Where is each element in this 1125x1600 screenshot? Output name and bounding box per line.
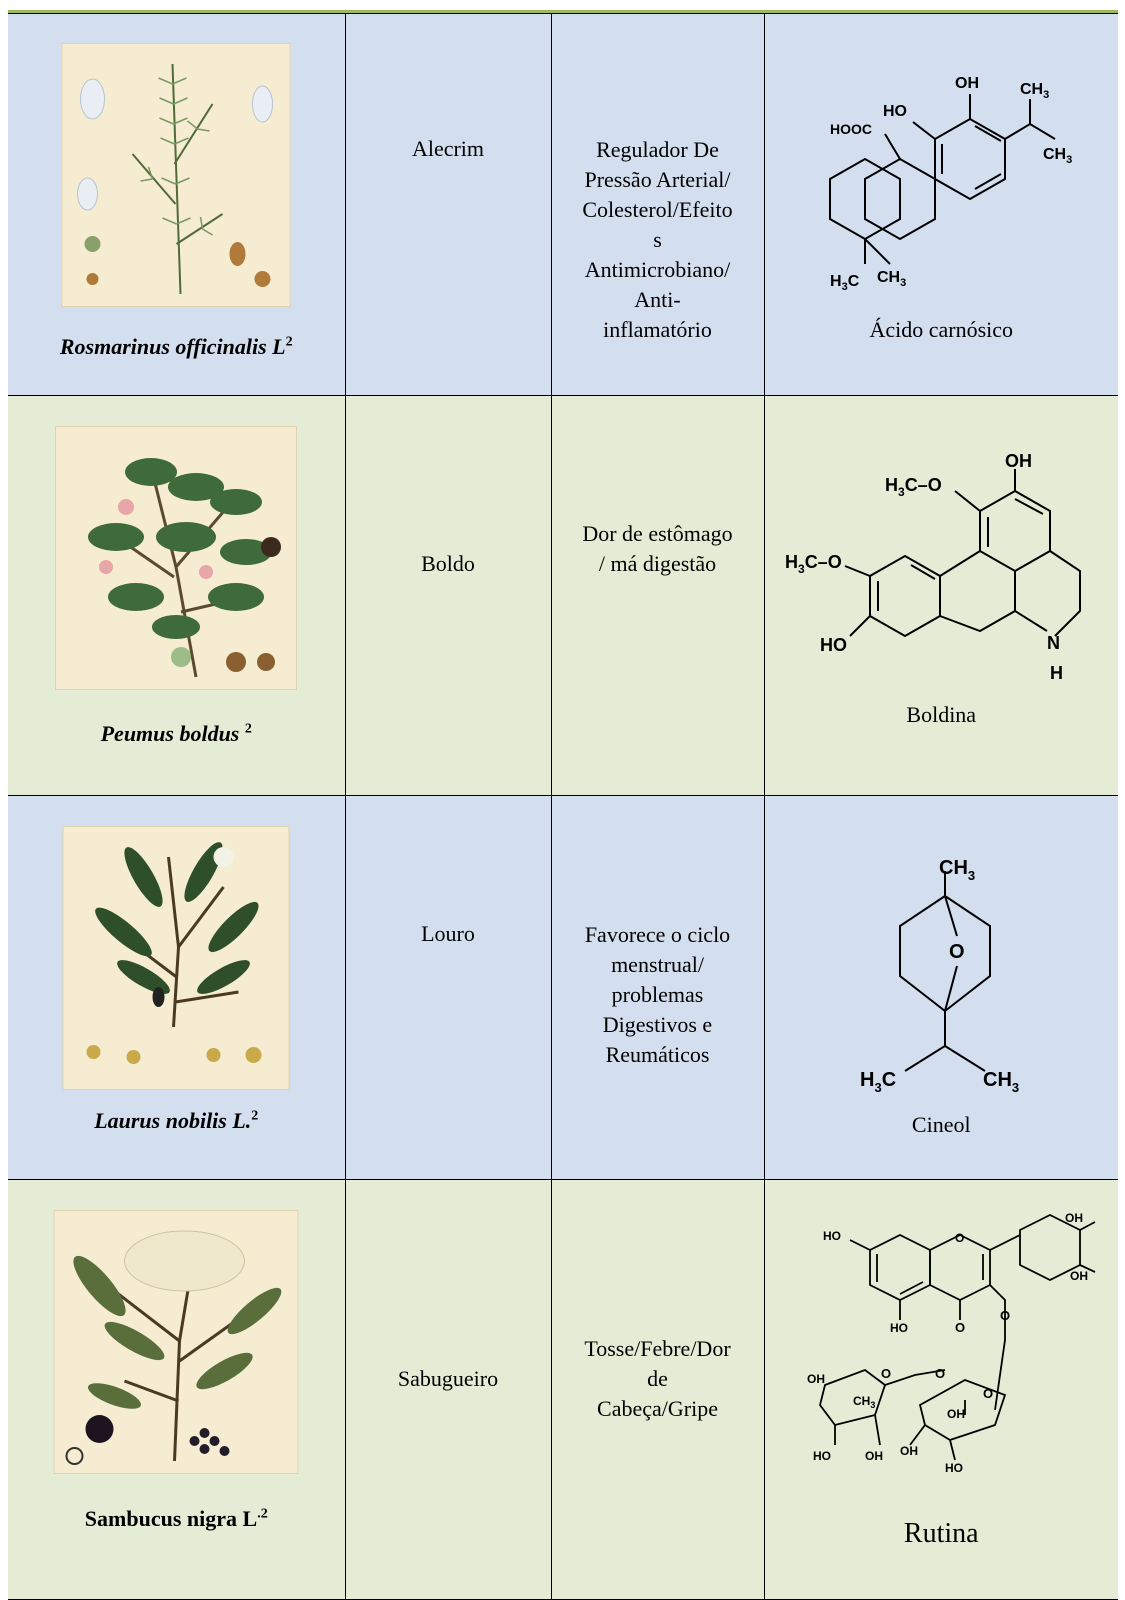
common-name-cell: Sabugueiro [344, 1179, 552, 1600]
svg-text:CH3: CH3 [939, 857, 975, 883]
common-name-cell: Boldo [344, 395, 552, 796]
compound-name: Rutina [903, 1518, 979, 1549]
species-name: Laurus nobilis L.2 [94, 1108, 259, 1133]
common-name: Boldo [421, 551, 475, 576]
svg-text:OH: OH [947, 1407, 965, 1421]
svg-text:OH: OH [900, 1444, 918, 1458]
svg-text:OH: OH [807, 1372, 825, 1386]
common-name-cell: Louro [344, 795, 552, 1180]
compound-name: Ácido carnósico [869, 317, 1014, 342]
species-name: Sambucus nigra L.2 [84, 1506, 268, 1531]
species-cell: Peumus boldus 2 [8, 395, 346, 796]
boldo-plate-image [55, 426, 298, 690]
common-name: Sabugueiro [397, 1366, 499, 1391]
compound-name: Boldina [906, 702, 977, 727]
table-top-rule [8, 10, 1118, 13]
table-row: Peumus boldus 2 Boldo Dor de estômago/ m… [8, 395, 1118, 796]
svg-text:CH3: CH3 [983, 1069, 1019, 1095]
table-row: Sambucus nigra L.2 Sabugueiro Tosse/Febr… [8, 1179, 1118, 1600]
svg-text:CH3: CH3 [1043, 146, 1072, 166]
svg-text:O: O [955, 1231, 964, 1245]
svg-text:OH: OH [1065, 1211, 1083, 1225]
table-row: Laurus nobilis L.2 Louro Favorece o cicl… [8, 795, 1118, 1180]
svg-text:OH: OH [865, 1449, 883, 1463]
svg-text:H: H [1050, 663, 1063, 683]
svg-text:N: N [1047, 633, 1060, 653]
species-cell: Rosmarinus officinalis L2 [8, 13, 346, 396]
species-cell: Laurus nobilis L.2 [8, 795, 346, 1180]
svg-text:OH: OH [1070, 1269, 1088, 1283]
svg-text:O: O [949, 941, 965, 963]
table-row: Rosmarinus officinalis L2 Alecrim Regula… [8, 13, 1118, 396]
species-name: Rosmarinus officinalis L2 [59, 334, 293, 359]
svg-text:H3C: H3C [860, 1069, 896, 1095]
svg-text:O: O [881, 1366, 891, 1381]
svg-text:CH3: CH3 [877, 269, 906, 289]
compound-name: Cineol [911, 1112, 971, 1137]
species-cell: Sambucus nigra L.2 [8, 1179, 346, 1600]
species-name: Peumus boldus 2 [100, 721, 252, 746]
elder-plate-image [53, 1210, 299, 1474]
svg-text:HOOC: HOOC [830, 121, 872, 137]
svg-text:O: O [955, 1320, 965, 1335]
cineole-structure: CH3 O H3C CH3 [845, 846, 1045, 1106]
rosemary-plate-image [61, 43, 291, 307]
svg-text:OH: OH [955, 75, 979, 92]
usage-cell: Dor de estômago/ má digestão [550, 395, 765, 796]
svg-text:HO: HO [883, 103, 907, 120]
svg-text:H3C–O: H3C–O [785, 552, 842, 576]
svg-text:HO: HO [945, 1461, 963, 1475]
svg-text:O: O [935, 1366, 945, 1381]
boldine-structure: OH H3C–O H3C–O HO N H [785, 451, 1105, 701]
svg-text:HO: HO [890, 1321, 908, 1335]
compound-cell: OH H3C–O H3C–O HO N H Boldina [763, 395, 1118, 796]
compound-cell: OH HO O OH HO O O OH O CH3 O O O [763, 1179, 1118, 1600]
svg-text:CH3: CH3 [1020, 81, 1049, 101]
svg-text:HO: HO [820, 635, 847, 655]
compound-cell: CH3 O H3C CH3 Cineol [763, 795, 1118, 1180]
medicinal-plants-table: Rosmarinus officinalis L2 Alecrim Regula… [8, 13, 1118, 1600]
compound-cell: OH HO HOOC CH3 CH3 H3C CH3 Ácido carnósi… [763, 13, 1118, 396]
svg-text:HO: HO [813, 1449, 831, 1463]
common-name-cell: Alecrim [344, 13, 552, 396]
svg-text:CH3: CH3 [853, 1394, 875, 1410]
usage-text: Dor de estômago/ má digestão [582, 521, 733, 576]
svg-text:O: O [983, 1386, 993, 1401]
common-name: Alecrim [411, 136, 485, 161]
svg-text:HO: HO [823, 1229, 841, 1243]
laurel-plate-image [62, 826, 290, 1090]
svg-text:H3C: H3C [830, 273, 860, 293]
svg-text:O: O [1000, 1308, 1010, 1323]
rutin-structure: OH HO O OH HO O O OH O CH3 O O O [795, 1210, 1105, 1490]
svg-text:OH: OH [1005, 451, 1032, 471]
svg-text:H3C–O: H3C–O [885, 475, 942, 499]
carnosic-acid-structure: OH HO HOOC CH3 CH3 H3C CH3 [815, 64, 1075, 304]
common-name: Louro [421, 921, 475, 946]
